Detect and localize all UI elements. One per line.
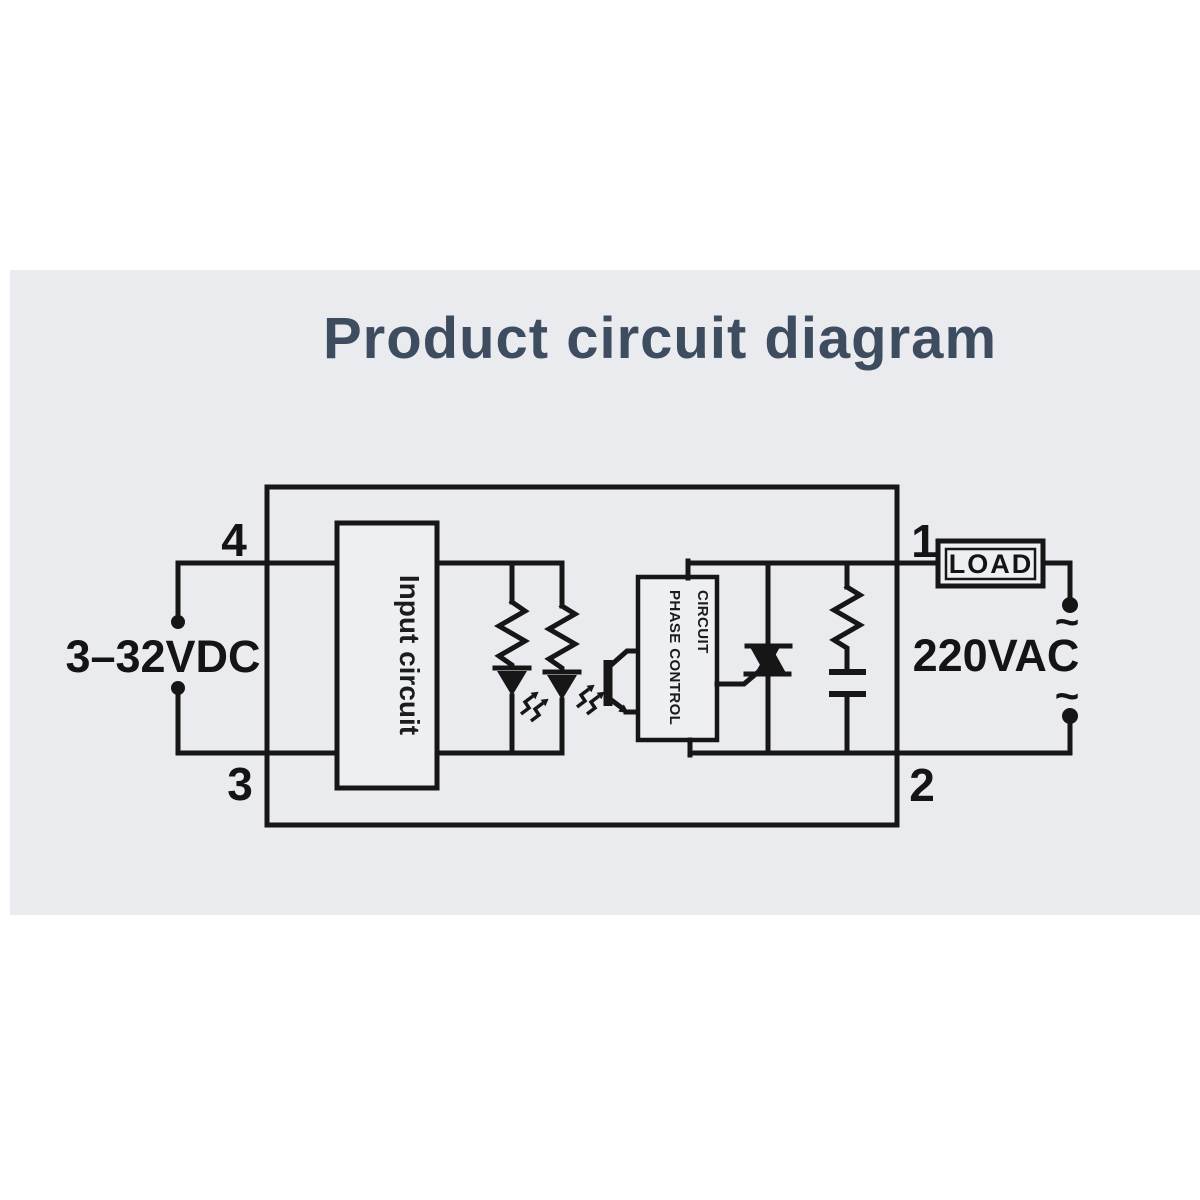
phase-control-block: PHASE CONTROL CIRCUIT: [635, 558, 761, 758]
phototransistor-collector: [606, 648, 641, 670]
ac-side-rails: [685, 560, 1073, 756]
led2-triangle: [547, 675, 577, 700]
input-terminal-dot-negative: [171, 681, 185, 695]
dc-input-wiring: [171, 560, 340, 756]
input-voltage-label: 3–32VDC: [65, 631, 260, 682]
output-voltage-label: 220VAC: [913, 630, 1080, 681]
ac-source-dot-top: [1062, 597, 1078, 613]
led1-triangle: [497, 671, 527, 696]
relay-case-outline: [264, 484, 900, 828]
phototransistor: [603, 648, 641, 715]
terminal-4-label: 4: [221, 514, 247, 566]
phase-control-label-line2: CIRCUIT: [694, 590, 711, 654]
input-circuit-box: [334, 520, 440, 791]
load-label: LOAD: [949, 549, 1034, 579]
terminal-1-label: 1: [911, 515, 937, 567]
triac-gate-wire: [714, 669, 761, 687]
triac: [743, 560, 793, 756]
ac-source-dot-bottom: [1062, 708, 1078, 724]
resistor-r1: [493, 598, 531, 671]
terminal-2-label: 2: [909, 759, 935, 811]
input-circuit-block: Input circuit: [334, 520, 440, 791]
page-title: Product circuit diagram: [323, 306, 997, 371]
rc-snubber: [828, 560, 866, 756]
load-box-inner: [944, 547, 1037, 581]
resistor-r2: [543, 602, 581, 675]
phase-control-box: [635, 574, 720, 743]
ac-output-wiring: LOAD ~ ~: [935, 538, 1080, 756]
panel-background: [10, 270, 1200, 915]
ac-tilde-top: ~: [1055, 598, 1080, 645]
wire-load-to-source-top: [1040, 560, 1073, 600]
input-terminal-dot-positive: [171, 615, 185, 629]
phototransistor-emitter: [606, 695, 626, 712]
optocoupler-led-branches: [434, 560, 607, 756]
phase-control-label-line1: PHASE CONTROL: [666, 590, 683, 725]
triac-triangle-up: [755, 646, 786, 673]
input-circuit-label: Input circuit: [394, 575, 425, 735]
terminal-3-label: 3: [227, 758, 253, 810]
